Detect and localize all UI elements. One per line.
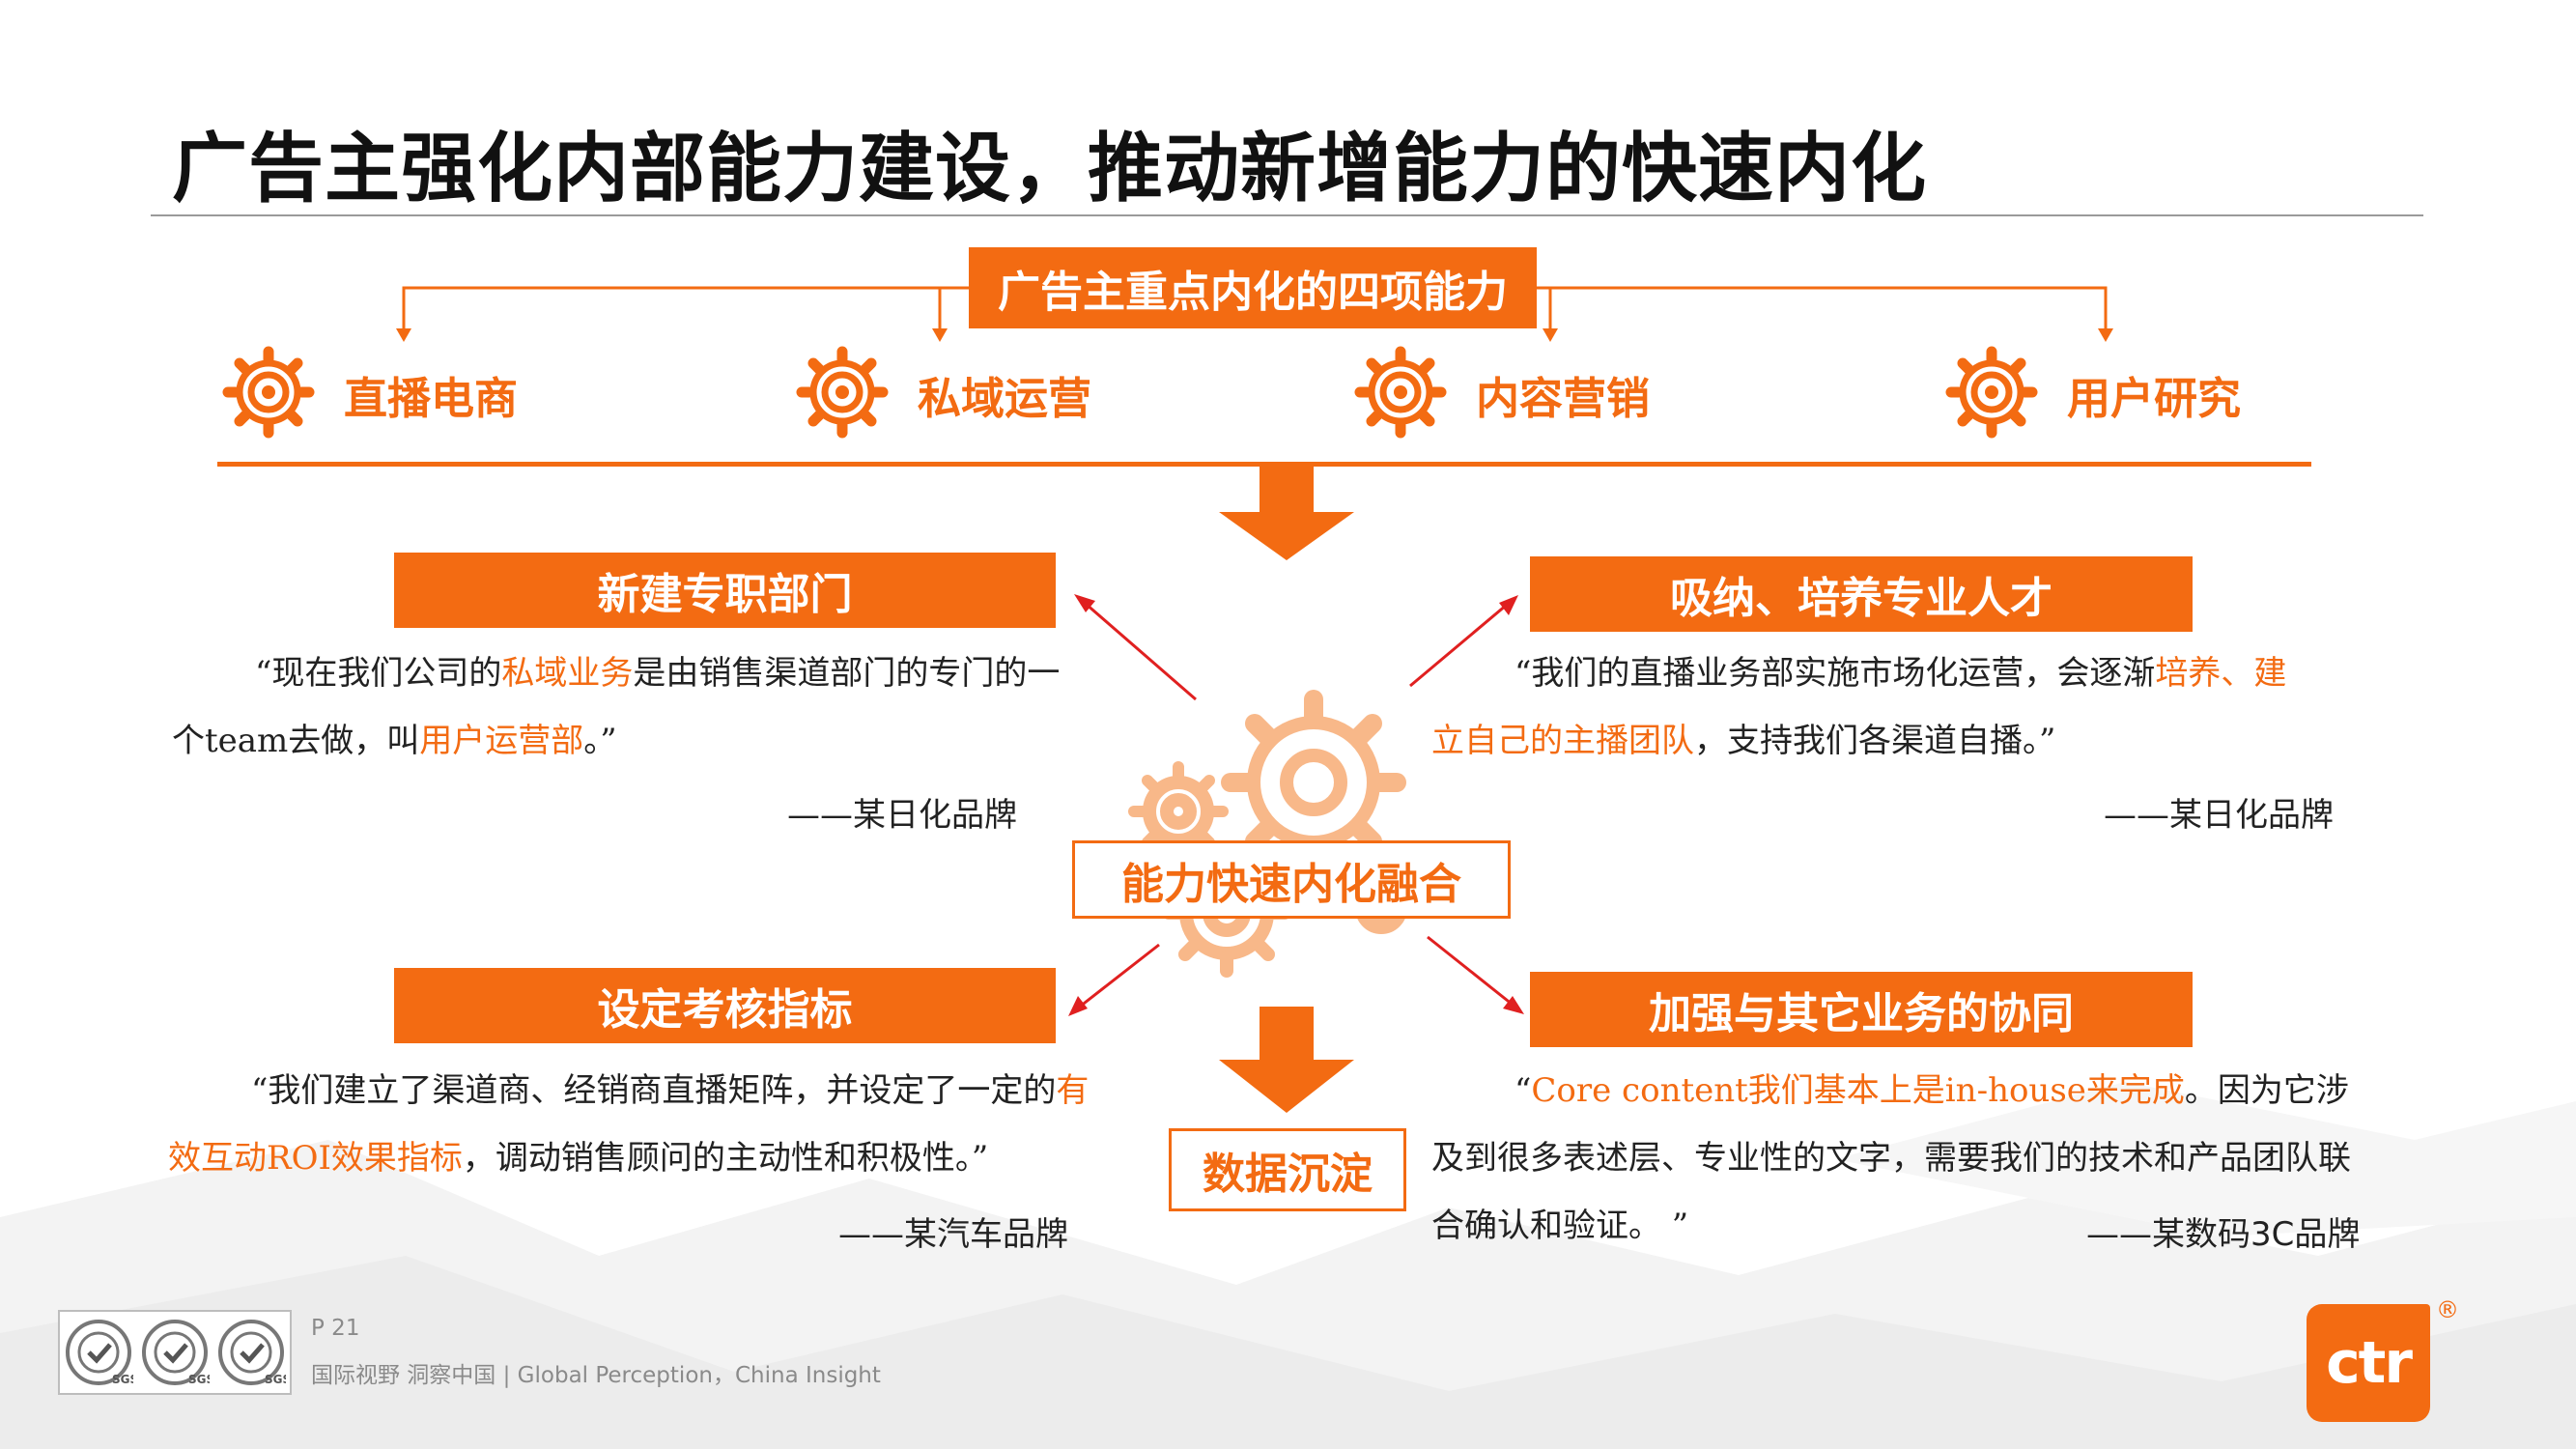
quote-text: 。” [583,722,617,760]
quote-text: 。因为它涉及到很多表述层、专业性的文字，需要我们的技术和产品团队联合确认和验证。… [1431,1071,2351,1245]
logo-text: ctr [2326,1329,2413,1397]
capability-item-2: 私域运营 [794,344,1091,444]
quadrant-heading-3: 设定考核指标 [394,968,1056,1043]
quadrant-heading-4: 加强与其它业务的协同 [1530,972,2193,1047]
quote-3: “我们建立了渠道商、经销商直播矩阵，并设定了一定的有效互动ROI效果指标，调动销… [168,1057,1095,1192]
down-arrow-icon [1219,464,1354,560]
quote-2: “我们的直播业务部实施市场化运营，会逐渐培养、建立自己的主播团队，支持我们各渠道… [1431,639,2301,775]
page-number: P 21 [311,1316,360,1341]
capability-label: 用户研究 [2067,372,2242,424]
svg-text:SGS: SGS [112,1373,133,1386]
capability-item-3: 内容营销 [1352,344,1650,444]
capability-label: 私域运营 [918,372,1092,424]
capability-item-1: 直播电商 [220,344,518,444]
quote-source-2: ——某日化品牌 [2104,796,2334,835]
quadrant-heading-2: 吸纳、培养专业人才 [1530,556,2193,632]
quadrant-heading-1: 新建专职部门 [394,553,1056,628]
quote-highlight: 私域业务 [501,654,634,693]
page-title: 广告主强化内部能力建设，推动新增能力的快速内化 [172,126,1928,213]
registered-mark: ® [2436,1296,2459,1323]
center-label-box: 能力快速内化融合 [1072,840,1511,919]
quote-source-4: ——某数码3C品牌 [2086,1215,2361,1254]
capability-item-4: 用户研究 [1943,344,2241,444]
quote-source-1: ——某日化品牌 [787,796,1017,835]
seal-icon: SGS [218,1320,286,1386]
footer-tagline: 国际视野 洞察中国 | Global Perception，China Insi… [311,1363,881,1388]
top-connectors [396,286,2113,342]
quote-highlight: 培养、建立自己的主播团队 [1431,654,2287,760]
capability-label: 直播电商 [344,372,519,424]
quote-text: “ [1514,1071,1532,1110]
quote-text: 是由销售渠道部门的专门的一个team去做，叫 [172,654,1061,760]
quote-text: “我们建立了渠道商、经销商直播矩阵，并设定了一定的 [251,1071,1057,1110]
down-arrow-icon [1219,1007,1354,1113]
svg-text:SGS: SGS [188,1373,210,1386]
svg-text:SGS: SGS [265,1373,286,1386]
seal-icon: SGS [141,1320,210,1386]
seal-icon: SGS [65,1320,133,1386]
quote-4: “Core content我们基本上是in-house来完成。因为它涉及到很多表… [1431,1057,2378,1260]
quote-text: “现在我们公司的 [255,654,502,693]
quote-text: ，支持我们各渠道自播。” [1694,722,2056,760]
title-divider [151,214,2423,216]
certification-seals: SGS SGS SGS [58,1310,292,1395]
quote-1: “现在我们公司的私域业务是由销售渠道部门的专门的一个team去做，叫用户运营部。… [172,639,1091,775]
data-label-box: 数据沉淀 [1169,1128,1406,1211]
quote-highlight: 用户运营部 [419,722,584,760]
quote-text: ，调动销售顾问的主动性和积极性。” [462,1139,989,1178]
quote-source-3: ——某汽车品牌 [838,1215,1068,1254]
quote-highlight: Core content我们基本上是in-house来完成 [1531,1071,2185,1110]
quote-text: “我们的直播业务部实施市场化运营，会逐渐 [1514,654,2156,693]
quote-highlight: 有效互动ROI效果指标 [168,1071,1090,1178]
capability-label: 内容营销 [1476,372,1651,424]
top-capability-box: 广告主重点内化的四项能力 [969,247,1537,328]
ctr-logo: ctr [2307,1304,2430,1422]
